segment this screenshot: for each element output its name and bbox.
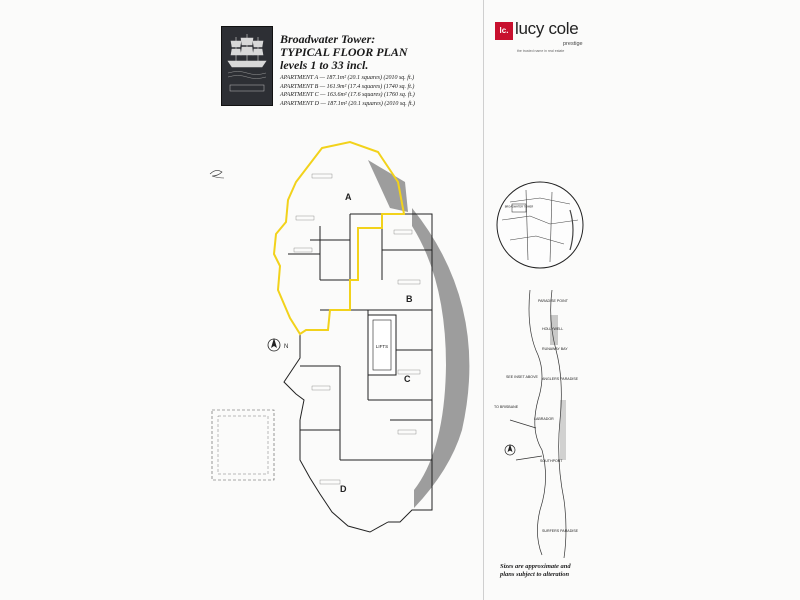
place-see-inset: SEE INSET ABOVE [506, 375, 538, 379]
place-southport: SOUTHPORT [540, 459, 563, 463]
location-map: BROADWATER TOWER PARADISE POINT HOLLYWEL… [494, 181, 584, 559]
apartment-letter-c: C [404, 374, 411, 384]
apartment-a-size: APARTMENT A — 187.1m² (20.1 squares) (20… [280, 75, 415, 81]
map-inset [496, 181, 584, 269]
note-line-2: plans subject to alteration [500, 571, 570, 578]
svg-text:N: N [284, 344, 288, 350]
apartment-letter-a: A [345, 192, 352, 202]
apartment-c-size: APARTMENT C — 163.6m² (17.6 squares) (17… [280, 92, 415, 98]
size-disclaimer: Sizes are approximate and plans subject … [500, 563, 571, 579]
lift-label: LIFTS [376, 344, 388, 349]
place-paradise-point: PARADISE POINT [538, 299, 569, 303]
plan-title: Broadwater Tower: TYPICAL FLOOR PLAN lev… [280, 33, 408, 72]
brand-name: lucy cole [515, 19, 579, 38]
apartment-a-highlight [272, 140, 406, 336]
map-north-arrow-icon [504, 444, 516, 456]
apartment-d-size: APARTMENT D — 187.1m² (20.1 squares) (20… [280, 100, 416, 107]
apartment-letter-b: B [406, 294, 413, 304]
note-line-1: Sizes are approximate and [500, 563, 571, 570]
brand-logo: lc. lucy cole prestige the trusted name … [495, 19, 593, 57]
north-arrow-icon: N [267, 338, 288, 352]
place-hollywell: HOLLYWELL [542, 327, 563, 331]
east-balcony [412, 208, 470, 508]
page-divider [483, 0, 484, 600]
apartment-b-size: APARTMENT B — 161.9m² (17.4 squares) (17… [280, 83, 415, 90]
floor-plan: LIFTS A B C D N [209, 140, 470, 533]
apartment-letter-d: D [340, 484, 347, 494]
ship-logo-icon [221, 26, 273, 106]
apartment-list: APARTMENT A — 187.1m² (20.1 squares) (20… [280, 74, 415, 108]
place-labrador: LABRADOR [534, 417, 554, 421]
west-balcony [211, 409, 275, 481]
title-line-2: TYPICAL FLOOR PLAN [280, 45, 408, 59]
place-to-brisbane: TO BRISBANE [494, 405, 519, 409]
brand-tagline: the trusted name in real estate [517, 49, 565, 53]
title-line-3: levels 1 to 33 incl. [280, 58, 369, 72]
place-runaway-bay: RUNAWAY BAY [542, 347, 568, 351]
brand-badge: lc. [495, 22, 513, 40]
brand-subline: prestige [563, 41, 583, 47]
north-balcony [368, 160, 408, 212]
place-anglers-paradise: ANGLERS PARADISE [542, 377, 579, 381]
place-surfers-paradise: SURFERS PARADISE [542, 529, 579, 533]
title-line-1: Broadwater Tower: [280, 32, 376, 46]
lift-core [367, 314, 397, 376]
inset-label: BROADWATER TOWER [505, 205, 534, 209]
